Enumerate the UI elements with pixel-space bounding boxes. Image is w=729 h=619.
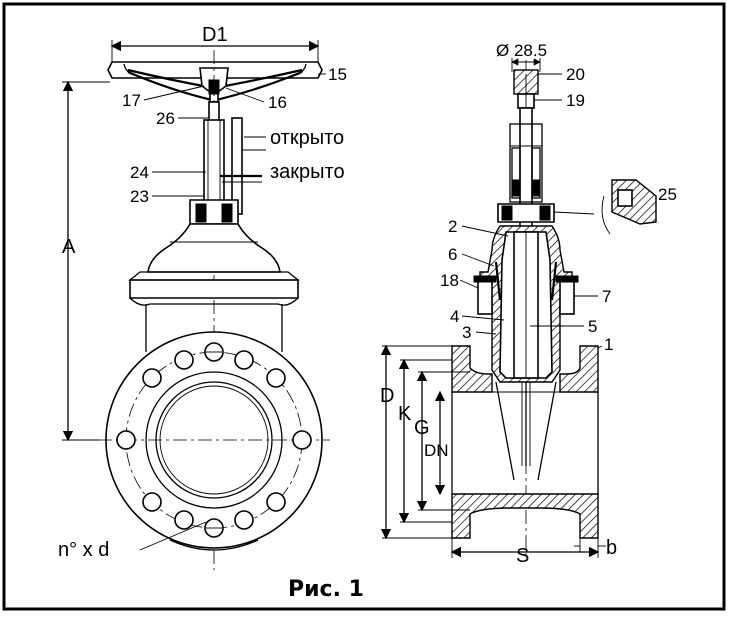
- stem-yoke: [189, 101, 266, 225]
- section-view: Ø 28.5: [380, 41, 677, 567]
- part-2: 2: [448, 217, 457, 236]
- outer-frame: [2, 2, 726, 611]
- detail-25: 25: [601, 179, 677, 235]
- figure-caption: Рис. 1: [288, 577, 364, 602]
- dn-label: DN: [424, 441, 449, 460]
- k-label: K: [398, 403, 412, 425]
- flange-outer: [105, 331, 323, 549]
- part-17: 17: [122, 91, 141, 110]
- d-label: D: [380, 385, 394, 407]
- part-18: 18: [440, 271, 459, 290]
- part-5: 5: [588, 317, 597, 336]
- part-23: 23: [130, 187, 149, 206]
- top-nut: [513, 69, 539, 109]
- part-16: 16: [268, 93, 287, 112]
- open-label: открыто: [270, 127, 344, 149]
- stem-diameter-label: Ø 28.5: [496, 41, 547, 60]
- part-4: 4: [450, 307, 459, 326]
- b-label: b: [606, 537, 617, 559]
- part-25: 25: [658, 185, 677, 204]
- d1-label: D1: [202, 24, 228, 46]
- front-view: D1: [58, 24, 347, 570]
- part-19: 19: [566, 91, 585, 110]
- a-label: A: [62, 236, 76, 258]
- closed-label: закрыто: [270, 161, 345, 183]
- bonnet-flange: [129, 279, 299, 299]
- wedge: [495, 381, 557, 481]
- part-1: 1: [604, 335, 613, 354]
- part-6: 6: [448, 245, 457, 264]
- part-3: 3: [462, 323, 471, 342]
- part-20: 20: [566, 65, 585, 84]
- part-15: 15: [328, 65, 347, 84]
- bolt-holes: [116, 342, 312, 538]
- s-label: S: [516, 545, 529, 567]
- part-26: 26: [156, 109, 175, 128]
- part-7: 7: [602, 287, 611, 306]
- bonnet: [147, 223, 281, 273]
- g-label: G: [414, 417, 430, 439]
- section-yoke: [497, 107, 595, 229]
- part-24: 24: [130, 163, 149, 182]
- section-body: [451, 345, 599, 539]
- holes-label: n° x d: [58, 539, 109, 561]
- valve-body-front: [145, 304, 283, 352]
